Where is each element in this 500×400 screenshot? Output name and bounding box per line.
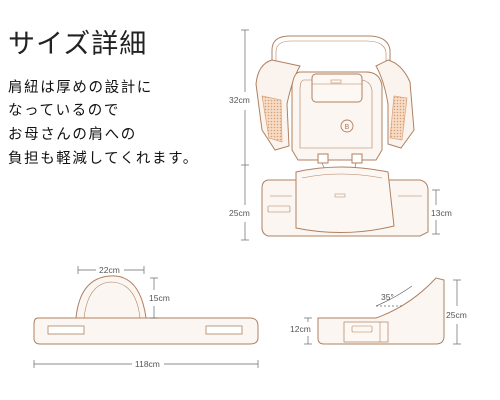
waist-arc-pad xyxy=(75,275,147,319)
left-buckle xyxy=(317,153,329,164)
seat-height-label: 13cm xyxy=(431,208,452,218)
side-height-label: 25cm xyxy=(446,310,467,320)
right-buckle xyxy=(351,153,363,164)
carrier-hip-seat xyxy=(295,166,395,233)
waist-arc-height-label: 15cm xyxy=(149,293,170,303)
carrier-pocket xyxy=(311,73,363,103)
description-line-3: お母さんの肩への xyxy=(8,127,137,143)
carrier-logo-badge xyxy=(340,119,354,133)
belt-length-label: 118cm xyxy=(135,359,160,369)
seat-angle-label: 35° xyxy=(381,292,394,302)
waist-arc-width-dimension xyxy=(77,266,145,274)
side-depth-dimension xyxy=(304,317,312,345)
carrier-headrest xyxy=(271,35,391,92)
front-height-dimension xyxy=(241,29,249,241)
svg-text:B: B xyxy=(345,123,350,131)
description-line-4: 負担も軽減してくれます。 xyxy=(8,151,199,167)
upper-height-label: 32cm xyxy=(229,95,250,105)
page-title: サイズ詳細 xyxy=(8,29,148,60)
seat-height-dimension xyxy=(432,189,440,235)
carrier-front-view: B xyxy=(255,35,429,237)
belt-buckle-left xyxy=(47,325,85,335)
description-line-1: 肩紐は厚めの設計に xyxy=(8,80,153,96)
waist-belt-strap xyxy=(33,317,259,345)
belt-buckle-right xyxy=(205,325,243,335)
side-height-dimension xyxy=(453,279,461,345)
seat-angle-indicator xyxy=(375,285,413,307)
lower-height-label: 25cm xyxy=(229,208,250,218)
waist-arc-height-dimension xyxy=(150,277,158,319)
hip-seat-side-view xyxy=(317,277,445,345)
belt-length-dimension xyxy=(33,360,259,368)
waist-arc-width-label: 22cm xyxy=(99,265,120,275)
description-line-2: なっているので xyxy=(8,103,120,119)
side-depth-label: 12cm xyxy=(290,324,311,334)
waist-belt-flat xyxy=(33,275,259,345)
